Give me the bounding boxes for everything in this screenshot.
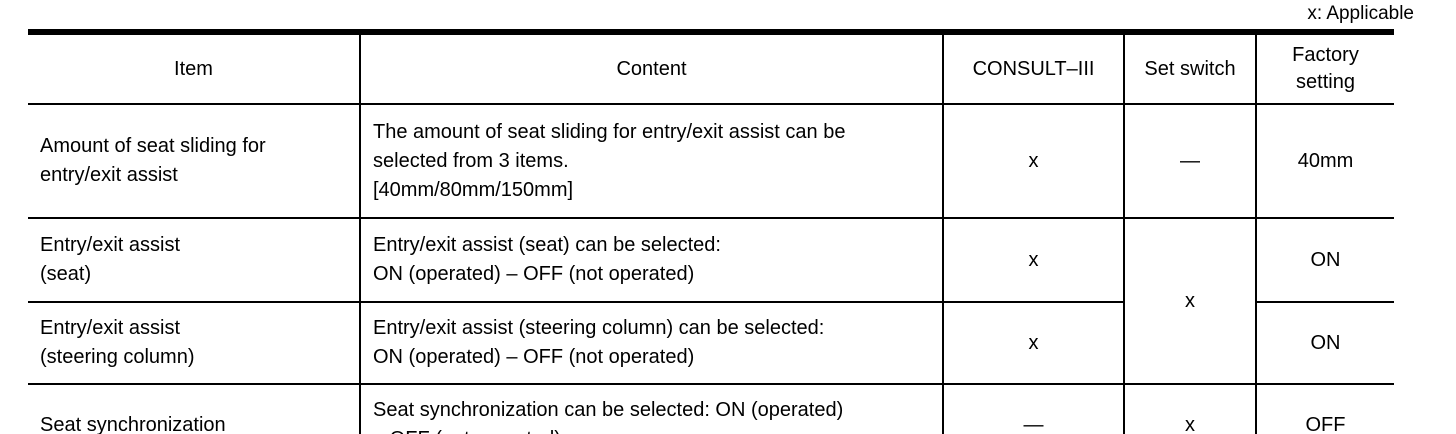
content-cell: Entry/exit assist (steering column) can … [359, 301, 944, 385]
table-row-seat-sliding-amount: Amount of seat sliding for entry/exit as… [28, 103, 1394, 219]
cell-line: (seat) [40, 263, 92, 285]
cell-line: selected from 3 items. [373, 149, 569, 172]
item-cell: Entry/exit assist (steering column) [28, 301, 361, 385]
consult-mark: — [942, 383, 1125, 434]
cell-line: Entry/exit assist (seat) can be selected… [373, 234, 721, 256]
factory-setting-value: OFF [1255, 383, 1394, 434]
cell-line: Seat synchronization can be selected: ON… [373, 399, 844, 421]
content-cell: Seat synchronization can be selected: ON… [359, 383, 944, 434]
item-cell: Amount of seat sliding for entry/exit as… [28, 103, 361, 219]
consult-mark: x [942, 103, 1125, 219]
consult-mark: x [942, 301, 1125, 385]
cell-line: ON (operated) – OFF (not operated) [373, 263, 695, 285]
set-switch-mark-merged: x [1123, 217, 1257, 385]
factory-setting-value: ON [1255, 301, 1394, 385]
item-cell: Seat synchronization [28, 383, 361, 434]
cell-line: – OFF (not operated) [373, 425, 930, 434]
factory-setting-value: ON [1255, 217, 1394, 303]
content-cell: Entry/exit assist (seat) can be selected… [359, 217, 944, 303]
col-header-set-switch: Set switch [1123, 31, 1257, 105]
cell-line: Seat synchronization [40, 413, 226, 434]
table-row-entry-exit-assist-steering-column: Entry/exit assist (steering column) Entr… [28, 301, 1394, 385]
factory-setting-value: 40mm [1255, 103, 1394, 219]
set-switch-mark: x [1123, 383, 1257, 434]
cell-line: Entry/exit assist [40, 317, 181, 339]
cell-line: Amount of seat sliding for [40, 135, 266, 157]
set-switch-mark: — [1123, 103, 1257, 219]
col-header-content: Content [359, 31, 944, 105]
cell-line: Entry/exit assist [40, 234, 181, 256]
cell-line: Entry/exit assist (steering column) can … [373, 317, 825, 339]
cell-line: entry/exit assist [40, 164, 178, 186]
settings-table: Item Content CONSULT–III Set switch Fact… [28, 29, 1394, 434]
col-header-factory-setting: Factory setting [1255, 31, 1394, 105]
col-header-item: Item [28, 31, 361, 105]
cell-line: ON (operated) – OFF (not operated) [373, 346, 695, 368]
cell-line: [40mm/80mm/150mm] [373, 178, 574, 201]
cell-line: (steering column) [40, 346, 195, 368]
table-row-entry-exit-assist-seat: Entry/exit assist (seat) Entry/exit assi… [28, 217, 1394, 385]
col-header-consult-iii: CONSULT–III [942, 31, 1125, 105]
table-row-seat-synchronization: Seat synchronization Seat synchronizatio… [28, 383, 1394, 434]
applicable-note: x: Applicable [1307, 3, 1414, 24]
header-row: Item Content CONSULT–III Set switch Fact… [28, 31, 1394, 105]
item-cell: Entry/exit assist (seat) [28, 217, 361, 303]
cell-line: The amount of seat sliding for entry/exi… [373, 120, 846, 143]
content-cell: The amount of seat sliding for entry/exi… [359, 103, 944, 219]
consult-mark: x [942, 217, 1125, 303]
